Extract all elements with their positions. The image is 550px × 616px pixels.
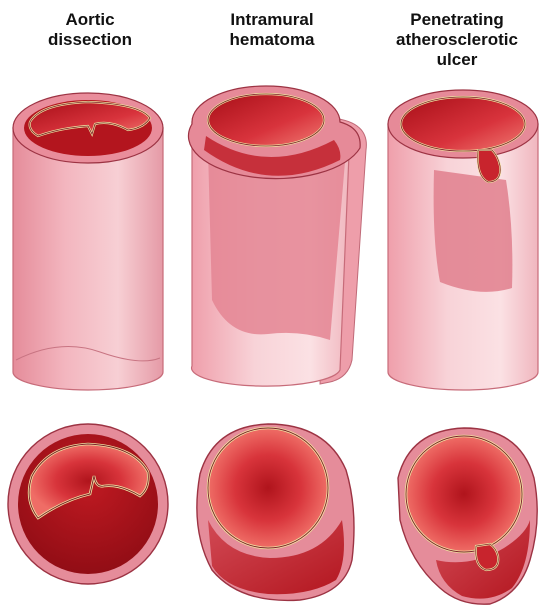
intramural-hematoma-label-line-2: hematoma [229, 30, 315, 49]
penetrating-ulcer-label-line-1: Penetrating [410, 10, 504, 29]
aortic-dissection-label: Aortic dissection [5, 10, 175, 50]
penetrating-ulcer-label-line-2: atherosclerotic [396, 30, 518, 49]
aortic-dissection-cylinder [12, 92, 164, 391]
aortic-dissection-label-line-2: dissection [47, 30, 133, 49]
aortic-dissection-cross-section [7, 423, 169, 585]
aortic-dissection-label-line-1: Aortic [65, 10, 115, 29]
intramural-hematoma-label-line-1: Intramural [230, 10, 314, 29]
penetrating-ulcer-label-line-3: ulcer [436, 50, 478, 69]
penetrating-ulcer-label: Penetrating atherosclerotic ulcer [372, 10, 542, 70]
penetrating-ulcer-cross-section [397, 427, 538, 605]
intramural-hematoma-label: Intramural hematoma [187, 10, 357, 50]
intramural-hematoma-cylinder [187, 85, 367, 387]
intramural-hematoma-cross-section [196, 423, 355, 602]
penetrating-ulcer-cylinder [387, 89, 539, 391]
